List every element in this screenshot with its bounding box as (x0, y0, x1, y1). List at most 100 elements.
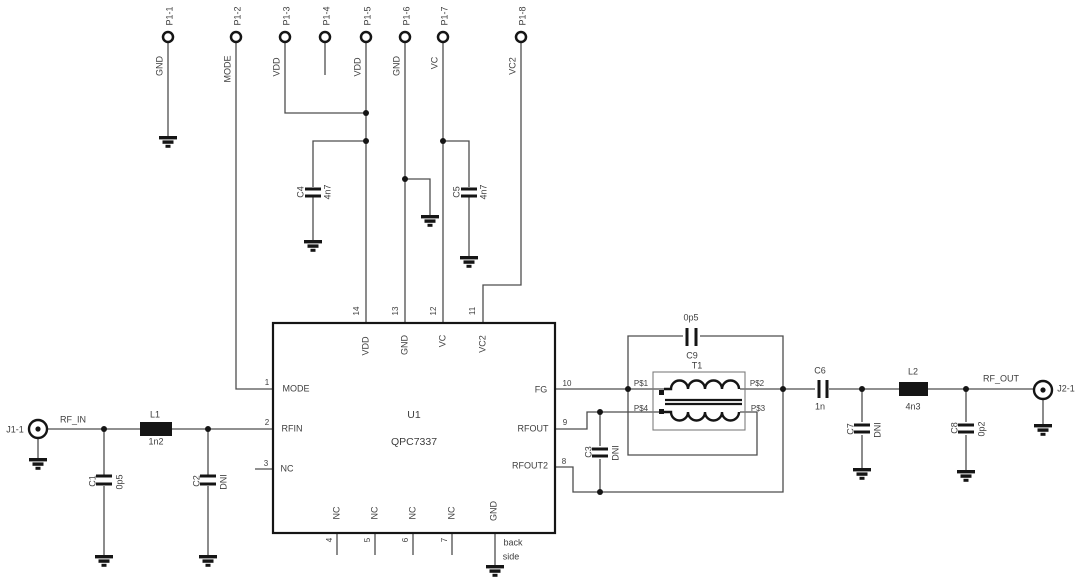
pin-vc2-name: VC2 (477, 335, 488, 353)
ic-ref: U1 (407, 408, 421, 421)
capacitor-c3 (592, 447, 608, 458)
capacitor-plates[interactable] (96, 187, 974, 486)
net-vc2-label: VC2 (507, 57, 518, 75)
l2-value: 4n3 (905, 401, 921, 412)
pin-fg-name: FG (534, 384, 548, 395)
pin-1-num: 1 (264, 378, 270, 387)
ground-icon (304, 240, 322, 252)
connector-pin-circle (229, 30, 243, 44)
c3-value: DNI (610, 445, 621, 461)
pin-10-num: 10 (562, 379, 572, 388)
ground-icon (159, 136, 177, 148)
capacitor-c5 (461, 187, 477, 198)
pin-vc-name: VC (437, 334, 448, 348)
c5-ref: C5 (451, 186, 462, 198)
ic-part: QPC7337 (390, 435, 438, 448)
inductor-l2[interactable] (899, 382, 928, 396)
pin-nc4-name: NC (331, 506, 342, 520)
pin-6-num: 6 (401, 537, 410, 543)
p1-6-ref: P1-6 (401, 6, 412, 26)
ground-icon (460, 256, 478, 268)
capacitor-c8 (958, 423, 974, 434)
p1-5-ref: P1-5 (362, 6, 373, 26)
l1-ref: L1 (149, 409, 161, 420)
c2-value: DNI (218, 474, 229, 490)
ic-u1-body[interactable] (271, 321, 557, 535)
inductor-l1[interactable] (140, 422, 172, 436)
wires (37, 42, 1044, 565)
t1-pad-3: P$3 (750, 404, 766, 413)
pin-backside-gnd-name: GND (488, 501, 499, 521)
ground-icon (1034, 424, 1052, 436)
c9-value: 0p5 (683, 312, 699, 323)
p1-8-ref: P1-8 (517, 6, 528, 26)
pin-vdd-name: VDD (360, 336, 371, 356)
j2-ref: J2-1 (1057, 383, 1075, 394)
p1-4-ref: P1-4 (321, 6, 332, 26)
core-lines (665, 398, 742, 406)
p1-7-ref: P1-7 (439, 6, 450, 26)
c3-ref: C3 (583, 446, 594, 458)
capacitor-c9 (685, 328, 698, 346)
capacitor-c1 (96, 474, 112, 486)
pin-14-num: 14 (352, 306, 361, 316)
net-gnd-label: GND (154, 56, 165, 76)
pin-rfout-name: RFOUT (517, 423, 549, 434)
l1-value: 1n2 (148, 436, 164, 447)
net-vc-label: VC (429, 56, 440, 70)
pin-nc7-name: NC (446, 506, 457, 520)
pin-2-num: 2 (264, 418, 270, 427)
pin-rfin-name: RFIN (281, 423, 303, 434)
pin-rfout2-name: RFOUT2 (512, 460, 548, 471)
rf-out-net: RF_OUT (983, 373, 1019, 384)
pin-9-num: 9 (562, 418, 568, 427)
phase-dot (659, 409, 664, 414)
c4-value: 4n7 (322, 184, 333, 200)
pin-nc3-name: NC (280, 463, 294, 474)
pin-11-num: 11 (468, 306, 477, 316)
connector-pin-circle (278, 30, 292, 44)
net-vdd2-label: VDD (352, 57, 363, 77)
pin-mode-name: MODE (282, 383, 310, 394)
pin-12-num: 12 (429, 306, 438, 316)
ground-icon (957, 470, 975, 482)
backside-note-2: side (502, 551, 520, 562)
c9-ref: C9 (686, 350, 698, 361)
pin-8-num: 8 (561, 457, 567, 466)
t1-pad-1: P$1 (633, 379, 649, 388)
connector-pin-circle (398, 30, 412, 44)
header-connector-p1[interactable] (161, 30, 528, 44)
transformer-t1[interactable] (652, 371, 746, 431)
t1-ref: T1 (691, 360, 703, 371)
j1-ref: J1-1 (6, 424, 24, 435)
pin-gnd-name: GND (399, 335, 410, 355)
capacitor-c7 (854, 423, 870, 434)
net-vdd-label: VDD (271, 57, 282, 77)
ground-icon (199, 555, 217, 567)
c2-ref: C2 (191, 475, 202, 487)
port-j2[interactable] (1032, 379, 1054, 401)
junction-dots (101, 110, 969, 495)
rf-in-net: RF_IN (59, 414, 87, 425)
pin-5-num: 5 (363, 537, 372, 543)
pin-nc5-name: NC (369, 506, 380, 520)
connector-pin-circle (318, 30, 332, 44)
secondary-winding (664, 410, 741, 422)
connector-pin-circle (359, 30, 373, 44)
connector-pin-circle (436, 30, 450, 44)
pin-7-num: 7 (440, 537, 449, 543)
t1-pad-4: P$4 (633, 404, 649, 413)
ground-icon (29, 458, 47, 470)
c5-value: 4n7 (478, 184, 489, 200)
connector-pin-circle (161, 30, 175, 44)
ground-icon (95, 555, 113, 567)
ground-icon (853, 468, 871, 480)
connector-pin-circle (514, 30, 528, 44)
l2-ref: L2 (907, 366, 919, 377)
pin-4-num: 4 (325, 537, 334, 543)
net-mode-label: MODE (222, 55, 233, 83)
port-j1[interactable] (27, 418, 49, 440)
c4-ref: C4 (295, 186, 306, 198)
